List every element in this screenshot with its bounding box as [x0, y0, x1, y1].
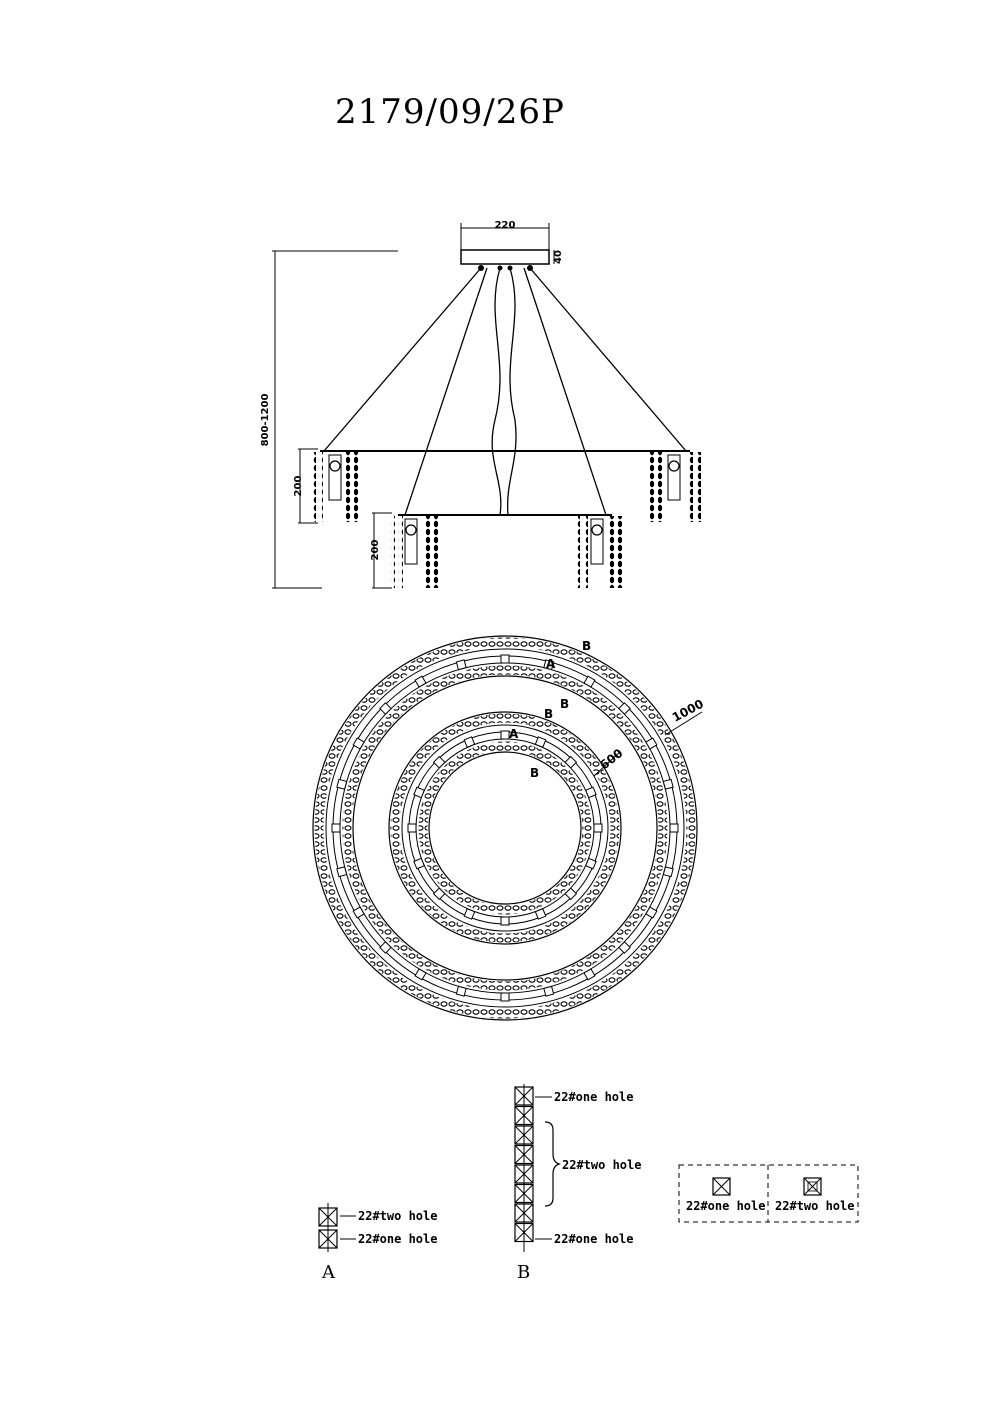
detail-b-bottom-one-hole-label: 22#one hole	[554, 1232, 633, 1246]
drawing-title: 2179/09/26P	[335, 92, 565, 132]
inner-spacer-block	[407, 823, 417, 833]
outer-spacer-block	[583, 675, 596, 688]
two-hole-icon	[803, 1177, 822, 1196]
outer-spacer-block	[645, 737, 658, 750]
detail-b-brace	[544, 1121, 561, 1207]
detail-a: 22#two hole 22#one hole A	[318, 1203, 437, 1283]
outer-spacer-block	[618, 702, 631, 715]
outer-spacer-block	[583, 968, 596, 981]
detail-a-letter: A	[321, 1262, 336, 1283]
marker-b-outer-bottom: B	[560, 697, 569, 711]
inner-spacer-block	[593, 823, 603, 833]
outer-spacer-block	[352, 737, 365, 750]
outer-spacer-block	[455, 985, 467, 997]
inner-spacer-block	[432, 887, 446, 901]
inner-ring-bottom-chain	[418, 741, 592, 915]
total-height-label: 800-1200	[260, 394, 271, 447]
inner-spacer-block	[585, 786, 597, 799]
marker-b-inner-bottom: B	[530, 766, 539, 780]
legend-key: 22#one hole 22#two hole	[678, 1164, 859, 1223]
outer-spacer-block	[336, 866, 348, 878]
marker-b-inner-top: B	[544, 707, 553, 721]
inner-ring-height-label: 200	[370, 540, 381, 561]
inner-spacer-block	[463, 736, 476, 748]
inner-diameter-leader	[593, 751, 621, 777]
inner-spacer-block	[432, 755, 446, 769]
marker-a-outer: A	[546, 657, 556, 671]
outer-spacer-block	[669, 823, 679, 833]
detail-b-top-one-hole-label: 22#one hole	[554, 1090, 633, 1104]
outer-ring-top-chain	[314, 637, 696, 1019]
canopy-width-label: 220	[495, 220, 516, 231]
inner-spacer-block	[463, 908, 476, 920]
outer-left-crystals	[311, 452, 359, 522]
detail-b: 22#one hole 22#two hole 22#one hole B	[514, 1084, 641, 1283]
inner-spacer-block	[413, 857, 425, 870]
inner-spacer-block	[534, 908, 547, 920]
detail-a-two-hole-label: 22#two hole	[358, 1209, 437, 1223]
outer-spacer-block	[645, 906, 658, 919]
inner-spacer-block	[564, 755, 578, 769]
inner-spacer-block	[500, 916, 510, 926]
inner-spacer-block	[534, 736, 547, 748]
outer-right-crystals	[650, 452, 701, 522]
key-one-hole-label: 22#one hole	[686, 1199, 765, 1213]
outer-spacer-block	[455, 659, 467, 671]
outer-spacer-block	[379, 702, 392, 715]
outer-spacer-block	[662, 778, 674, 790]
inner-left-crystals	[390, 516, 438, 588]
outer-spacer-block	[500, 992, 510, 1002]
outer-spacer-block	[331, 823, 341, 833]
outer-spacer-block	[543, 985, 555, 997]
outer-spacer-block	[379, 941, 392, 954]
outer-spacer-block	[336, 778, 348, 790]
outer-diameter-leader	[664, 711, 703, 736]
one-hole-icon	[712, 1177, 731, 1196]
outer-ring-spacers	[331, 654, 679, 1002]
canopy	[460, 249, 550, 265]
detail-b-letter: B	[517, 1262, 530, 1283]
inner-spacer-block	[413, 786, 425, 799]
outer-ring-bottom-chain	[342, 665, 668, 991]
marker-a-inner: A	[509, 727, 519, 741]
detail-a-one-hole-label: 22#one hole	[358, 1232, 437, 1246]
inner-ring-spacers	[407, 730, 603, 926]
outer-spacer-block	[414, 675, 427, 688]
side-view: 220 40 800-1200 200 200	[260, 220, 701, 589]
canopy-height-label: 40	[553, 250, 564, 264]
outer-spacer-block	[500, 654, 510, 664]
top-view: 1000 600 B A B B A B	[312, 635, 706, 1021]
key-two-hole-label: 22#two hole	[775, 1199, 854, 1213]
outer-spacer-block	[352, 906, 365, 919]
inner-spacer-block	[585, 857, 597, 870]
inner-right-crystals	[575, 516, 622, 588]
outer-spacer-block	[618, 941, 631, 954]
suspension-cables	[323, 267, 687, 516]
marker-b-outer-top: B	[582, 639, 591, 653]
outer-spacer-block	[543, 659, 555, 671]
inner-spacer-block	[500, 730, 510, 740]
outer-ring-height-label: 200	[293, 476, 304, 497]
inner-spacer-block	[564, 887, 578, 901]
detail-b-two-hole-label: 22#two hole	[562, 1158, 641, 1172]
outer-spacer-block	[662, 866, 674, 878]
outer-spacer-block	[414, 968, 427, 981]
inner-ring-top-chain	[390, 713, 620, 943]
